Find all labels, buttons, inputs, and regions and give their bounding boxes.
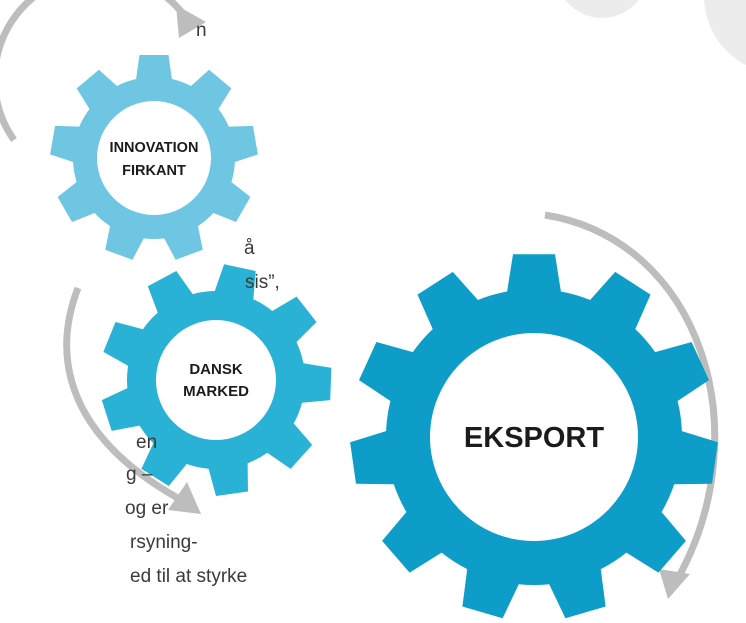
gear-eksport: EKSPORT [350,254,718,619]
text-fragment: å [244,238,255,259]
text-fragment: rsyning- [130,532,198,553]
text-fragment: en [136,432,158,453]
arrow-middle [63,286,201,514]
text-fragment: sis”, [245,272,280,293]
corner-circle-left [565,0,639,18]
gear-label-dansk-line-2: MARKED [183,383,249,400]
gear-label-innovation-line-2: FIRKANT [122,163,186,179]
arrow-right [544,211,719,599]
text-fragment: ed til at styrke [130,566,248,587]
text-fragment: n [196,20,207,41]
gear-innovation: INNOVATION FIRKANT [50,55,258,260]
arrow-top [0,0,206,143]
gear-label-innovation-line-1: INNOVATION [110,140,199,156]
gear-label-dansk-line-1: DANSK [189,361,243,378]
text-fragment: g – [126,464,153,485]
corner-circle-right [704,0,746,66]
text-fragment: og er [125,498,169,519]
gear-label-eksport: EKSPORT [464,422,604,454]
gear-dansk: DANSK MARKED [101,264,332,496]
